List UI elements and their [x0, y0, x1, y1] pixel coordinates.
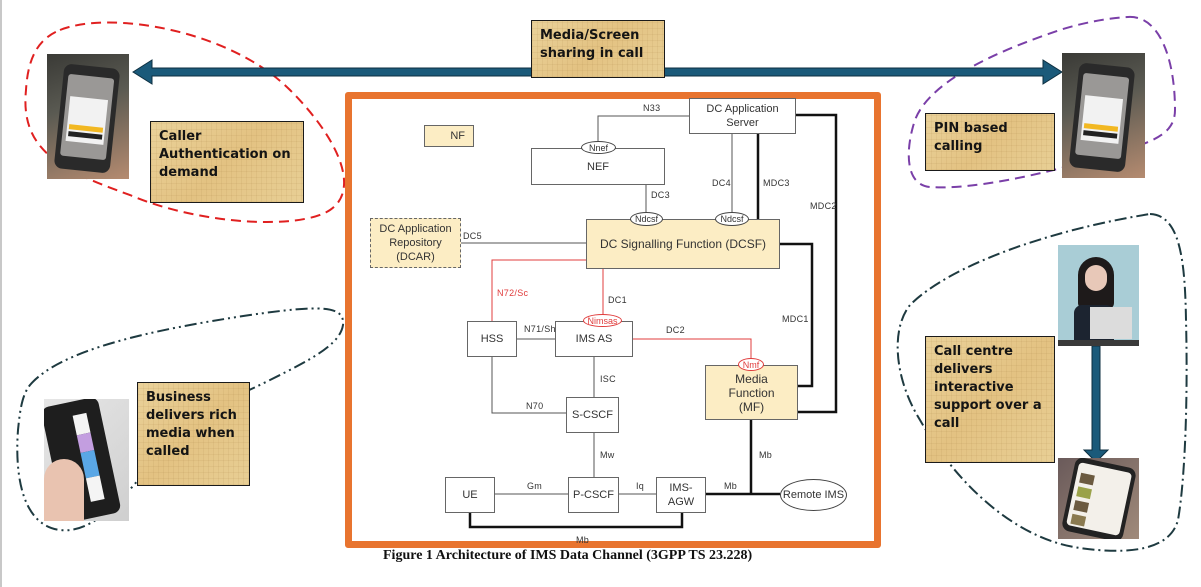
- label-mdc3: MDC3: [763, 178, 790, 188]
- service-label: Nimsas: [587, 315, 618, 326]
- label-mw: Mw: [600, 450, 615, 460]
- business-media-callout: Business delivers rich media when called: [137, 382, 250, 486]
- node-label: NEF: [587, 160, 609, 173]
- node-media-function: Media Function (MF): [705, 365, 798, 420]
- service-ndcsf-1: Ndcsf: [630, 212, 663, 226]
- label-mb-ue: Mb: [576, 535, 590, 545]
- service-nimsas: Nimsas: [583, 314, 622, 327]
- legend-nf-box: NF: [424, 125, 474, 147]
- link-dc2: [633, 338, 752, 365]
- service-ndcsf-2: Ndcsf: [715, 212, 749, 226]
- media-sharing-text: Media/Screen sharing in call: [540, 28, 644, 61]
- label-dc2: DC2: [666, 325, 685, 335]
- link-n33: [597, 115, 690, 148]
- service-label: Ndcsf: [634, 214, 658, 224]
- node-hss: HSS: [467, 321, 517, 357]
- call-centre-outline: [896, 212, 1188, 552]
- node-label: S-CSCF: [572, 409, 613, 421]
- link-mdc1: [779, 242, 814, 388]
- caller-auth-text: Caller Authentication on demand: [159, 129, 291, 180]
- node-label: P-CSCF: [573, 489, 614, 501]
- node-label: IMS AS: [575, 333, 613, 345]
- figure-caption: Figure 1 Architecture of IMS Data Channe…: [383, 548, 753, 563]
- label-isc: ISC: [600, 374, 616, 384]
- node-dc-application-server: DC Application Server: [689, 98, 796, 134]
- label-n33: N33: [643, 103, 661, 113]
- node-dcar: DC Application Repository (DCAR): [370, 218, 461, 268]
- node-label: Media Function (MF): [728, 371, 775, 414]
- label-mdc1: MDC1: [782, 314, 809, 324]
- call-centre-text: Call centre delivers interactive support…: [934, 344, 1042, 431]
- service-label: Nnef: [588, 142, 608, 153]
- label-dc4: DC4: [712, 178, 731, 188]
- node-label: IMS-AGW: [667, 482, 695, 508]
- link-mb-ue: [468, 511, 684, 529]
- node-label: DC Signalling Function (DCSF): [599, 237, 767, 251]
- label-mb-mf: Mb: [759, 450, 773, 460]
- label-mdc2: MDC2: [810, 201, 837, 211]
- node-ims-agw: IMS-AGW: [656, 477, 706, 513]
- node-label: DC Application Repository (DCAR): [379, 223, 452, 263]
- node-ue: UE: [445, 477, 495, 513]
- call-centre-callout: Call centre delivers interactive support…: [925, 336, 1055, 463]
- caller-auth-outline: [24, 21, 346, 223]
- call-centre-agent-photo: [1058, 245, 1139, 346]
- node-s-cscf: S-CSCF: [566, 397, 619, 433]
- media-sharing-callout: Media/Screen sharing in call: [531, 20, 665, 78]
- legend-nf-label: NF: [450, 130, 465, 142]
- service-nnef: Nnef: [581, 141, 616, 154]
- node-remote-ims: Remote IMS: [780, 479, 847, 511]
- business-media-outline: [16, 307, 345, 532]
- node-nef: NEF: [531, 148, 665, 185]
- label-gm: Gm: [527, 481, 543, 491]
- node-dcsf: DC Signalling Function (DCSF): [586, 219, 780, 269]
- label-dc5: DC5: [463, 231, 482, 241]
- caller-auth-callout: Caller Authentication on demand: [150, 121, 304, 203]
- link-n72-sc: [491, 259, 586, 321]
- pin-calling-callout: PIN based calling: [925, 113, 1055, 171]
- node-label: Remote IMS: [782, 489, 845, 501]
- label-iq: Iq: [636, 481, 645, 491]
- label-dc3: DC3: [651, 190, 670, 200]
- pin-calling-text: PIN based calling: [934, 121, 1008, 154]
- link-mdc2: [786, 113, 838, 414]
- call-centre-arrow: [1082, 345, 1110, 463]
- caller-auth-phone-photo: [47, 54, 129, 179]
- node-label: HSS: [480, 333, 504, 345]
- service-nmf: Nmf: [738, 358, 764, 371]
- call-centre-phone-photo: [1058, 458, 1139, 539]
- business-phone-photo: [44, 399, 129, 521]
- label-n72-sc: N72/Sc: [497, 288, 529, 298]
- page-edge: [0, 0, 2, 587]
- label-mb-remote: Mb: [724, 481, 738, 491]
- pin-calling-outline: [907, 15, 1177, 189]
- link-n70: [491, 357, 566, 414]
- label-n71-sh: N71/Sh: [524, 324, 556, 334]
- node-label: UE: [462, 489, 478, 501]
- service-label: Ndcsf: [720, 214, 744, 224]
- label-dc1: DC1: [608, 295, 627, 305]
- service-label: Nmf: [742, 359, 760, 370]
- pin-calling-phone-photo: [1062, 53, 1145, 178]
- node-p-cscf: P-CSCF: [568, 477, 619, 513]
- node-label: DC Application Server: [706, 103, 779, 129]
- business-media-text: Business delivers rich media when called: [146, 390, 237, 459]
- label-n70: N70: [526, 401, 544, 411]
